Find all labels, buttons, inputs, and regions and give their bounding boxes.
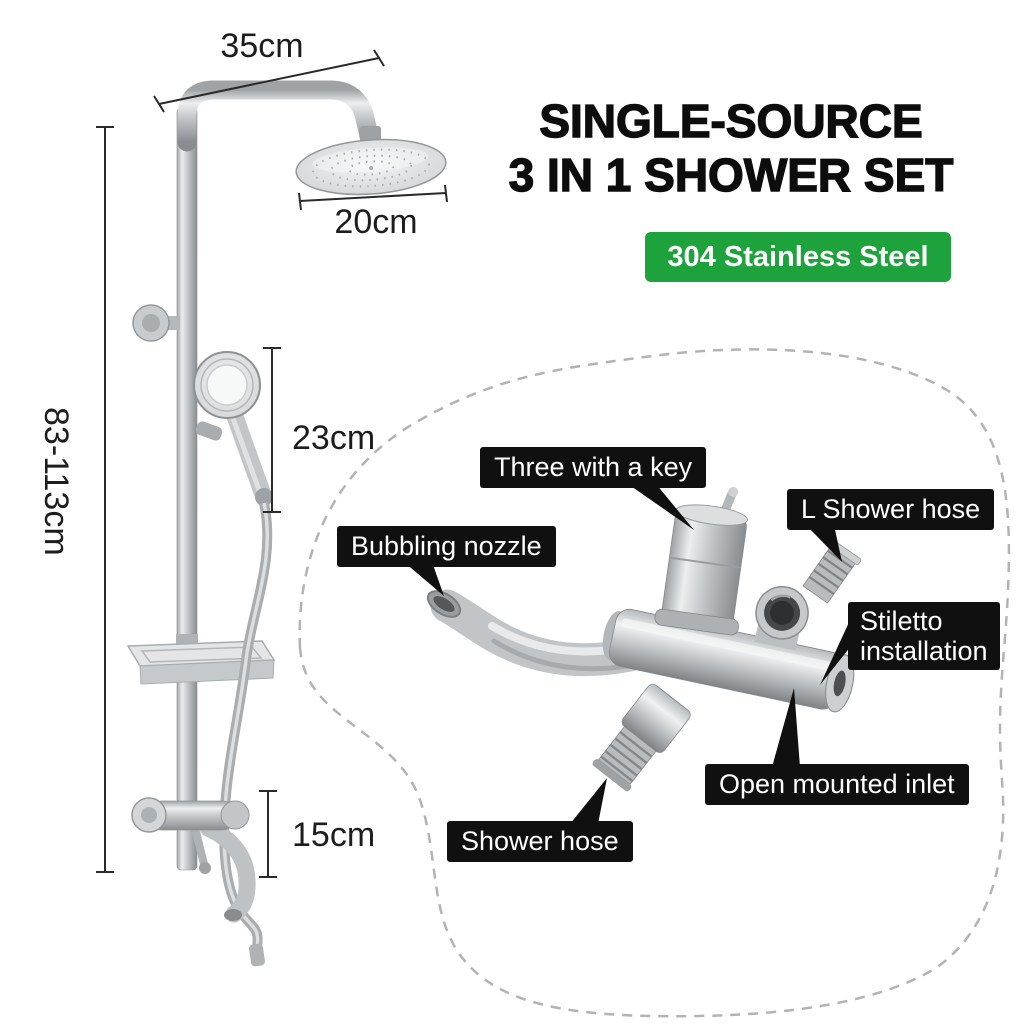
callout-open-mounted-inlet: Open mounted inlet: [705, 764, 969, 805]
dimension-arm-width: 35cm: [220, 27, 304, 65]
hand-shower: [193, 351, 273, 506]
valve-cartridge: [654, 486, 748, 636]
dimension-spout: 15cm: [292, 816, 376, 854]
tub-spout: [199, 819, 256, 923]
callout-stiletto-installation: Stiletto installation: [848, 602, 1000, 670]
callout-pointers: [404, 484, 851, 824]
pointer-three-with-key: [628, 484, 694, 530]
callout-stiletto-line2: installation: [860, 636, 988, 666]
pointer-stiletto: [820, 618, 851, 685]
callout-stiletto-line1: Stiletto: [860, 606, 943, 636]
open-inlet-port: [754, 586, 809, 651]
callout-bubbling-nozzle: Bubbling nozzle: [337, 526, 556, 567]
wall-bracket: [132, 304, 180, 342]
detail-outline-dashed: [298, 348, 1011, 1018]
hose-connector: [255, 488, 273, 506]
valve-spout: [426, 589, 647, 677]
pointer-open-mounted-inlet: [772, 688, 800, 767]
callout-shower-hose: Shower hose: [447, 821, 633, 862]
product-title-line1: SINGLE-SOURCE: [539, 95, 924, 147]
dimension-head-diameter: 20cm: [334, 203, 418, 241]
shower-arm: [177, 80, 381, 152]
riser-pipe: [176, 107, 198, 871]
rain-shower-head: [295, 138, 447, 196]
dimension-lines: [96, 49, 448, 878]
valve-assembly: [426, 486, 862, 792]
hose-outlet-threaded: [592, 683, 691, 792]
bottom-diverter: [131, 797, 256, 923]
pointer-shower-hose: [570, 778, 607, 824]
material-badge: 304 Stainless Steel: [645, 232, 951, 282]
dimension-hand-shower: 23cm: [292, 419, 376, 457]
callout-l-shower-hose: L Shower hose: [787, 489, 995, 530]
pointer-bubbling-nozzle: [404, 562, 444, 596]
product-title-line2: 3 IN 1 SHOWER SET: [508, 149, 954, 201]
pointer-l-shower-hose: [806, 525, 842, 562]
dimension-pole-height: 83-113cm: [37, 407, 75, 556]
callout-three-with-key: Three with a key: [480, 447, 707, 488]
